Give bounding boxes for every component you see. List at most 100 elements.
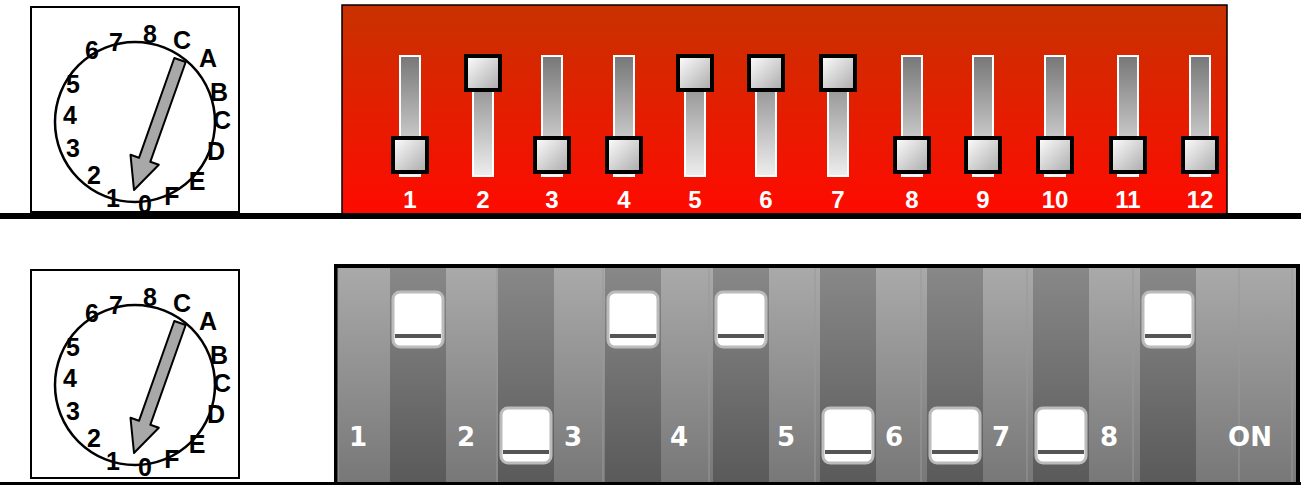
switch-knob <box>678 56 712 90</box>
body-stripe <box>603 268 604 483</box>
red-dip-body <box>342 5 1227 215</box>
rotary-dial <box>55 305 215 465</box>
dial-label: C <box>173 28 191 53</box>
dial-label: 5 <box>66 335 80 360</box>
body-stripe <box>1133 268 1134 483</box>
body-stripe <box>709 268 710 483</box>
dial-label: E <box>189 432 206 457</box>
switch-knob <box>393 292 443 347</box>
switch-number: 3 <box>564 424 582 450</box>
switch-number: 7 <box>831 188 844 212</box>
body-stripe <box>921 268 922 483</box>
switch-knob <box>393 138 427 172</box>
dial-label: 1 <box>106 449 120 474</box>
body-stripe <box>497 268 498 483</box>
switch-number: 6 <box>759 188 772 212</box>
body-stripe <box>815 268 816 483</box>
switch-knob <box>716 292 766 347</box>
switch-number: 12 <box>1187 188 1214 212</box>
switch-number: 11 <box>1115 188 1140 212</box>
switch-number: 4 <box>617 188 630 212</box>
switch-knob <box>749 56 783 90</box>
dial-label: 6 <box>85 38 99 63</box>
dial-label: F <box>164 447 179 472</box>
dial-label: D <box>207 139 225 164</box>
dial-label: E <box>189 169 206 194</box>
switch-channel <box>820 268 876 482</box>
switch-knob <box>1183 138 1217 172</box>
switch-number: 6 <box>885 424 903 450</box>
dial-label: A <box>199 46 217 71</box>
switch-number: 1 <box>403 188 416 212</box>
body-stripe <box>1239 268 1240 483</box>
switch-channel <box>390 268 446 482</box>
switch-number: 10 <box>1042 188 1069 212</box>
dial-label: 2 <box>87 163 101 188</box>
dial-label: 3 <box>66 136 80 161</box>
switch-knob <box>1111 138 1145 172</box>
switch-channel <box>605 268 661 482</box>
switch-number: ON <box>1228 424 1272 450</box>
switch-knob <box>501 408 551 463</box>
switch-knob <box>966 138 1000 172</box>
switch-knob <box>823 408 873 463</box>
dial-label: B <box>210 80 228 105</box>
knob-edge <box>503 450 549 454</box>
knob-edge <box>395 334 441 338</box>
switch-channel <box>1033 268 1089 482</box>
switch-knob <box>607 138 641 172</box>
body-stripe <box>338 268 339 483</box>
rotary-dial <box>55 42 215 202</box>
switch-number: 4 <box>670 424 688 450</box>
switch-knob <box>1038 138 1072 172</box>
switch-knob <box>1036 408 1086 463</box>
dial-arrow <box>131 321 186 453</box>
dial-label: 5 <box>66 72 80 97</box>
knob-edge <box>1038 450 1084 454</box>
knob-edge <box>718 334 764 338</box>
switch-number: 9 <box>976 188 989 212</box>
switch-number: 5 <box>688 188 701 212</box>
dial-label: 0 <box>138 455 152 480</box>
switch-number: 8 <box>1100 424 1118 450</box>
knob-edge <box>610 334 656 338</box>
switch-channel <box>1140 268 1196 482</box>
dial-label: 6 <box>85 301 99 326</box>
switch-knob <box>930 408 980 463</box>
switch-channel <box>927 268 983 482</box>
switch-knob <box>466 56 500 90</box>
dial-label: 8 <box>143 285 157 310</box>
switch-number: 2 <box>457 424 475 450</box>
dial-label: 4 <box>63 366 77 391</box>
dial-label: C <box>213 371 231 396</box>
body-stripe <box>1027 268 1028 483</box>
dial-arrow <box>131 58 186 190</box>
dial-label: 8 <box>143 22 157 47</box>
switch-knob <box>821 56 855 90</box>
dial-label: C <box>213 108 231 133</box>
rotary-switch-box <box>31 7 239 212</box>
dial-label: 7 <box>109 30 123 55</box>
switch-knob <box>895 138 929 172</box>
dial-label: 3 <box>66 399 80 424</box>
switch-number: 1 <box>349 424 367 450</box>
switch-knob <box>535 138 569 172</box>
body-stripe <box>1292 268 1293 483</box>
switch-number: 7 <box>992 424 1010 450</box>
knob-edge <box>932 450 978 454</box>
switch-knob <box>1143 292 1193 347</box>
dial-label: 1 <box>106 186 120 211</box>
switch-number: 8 <box>905 188 918 212</box>
dial-label: 4 <box>63 103 77 128</box>
dial-label: F <box>164 184 179 209</box>
dial-label: 7 <box>109 293 123 318</box>
dial-label: A <box>199 309 217 334</box>
switch-channel <box>713 268 769 482</box>
switch-knob <box>608 292 658 347</box>
dial-label: 2 <box>87 426 101 451</box>
rotary-switch-box <box>31 270 239 478</box>
dial-label: D <box>207 402 225 427</box>
dial-label: B <box>210 343 228 368</box>
grey-dip-body <box>336 266 1298 485</box>
